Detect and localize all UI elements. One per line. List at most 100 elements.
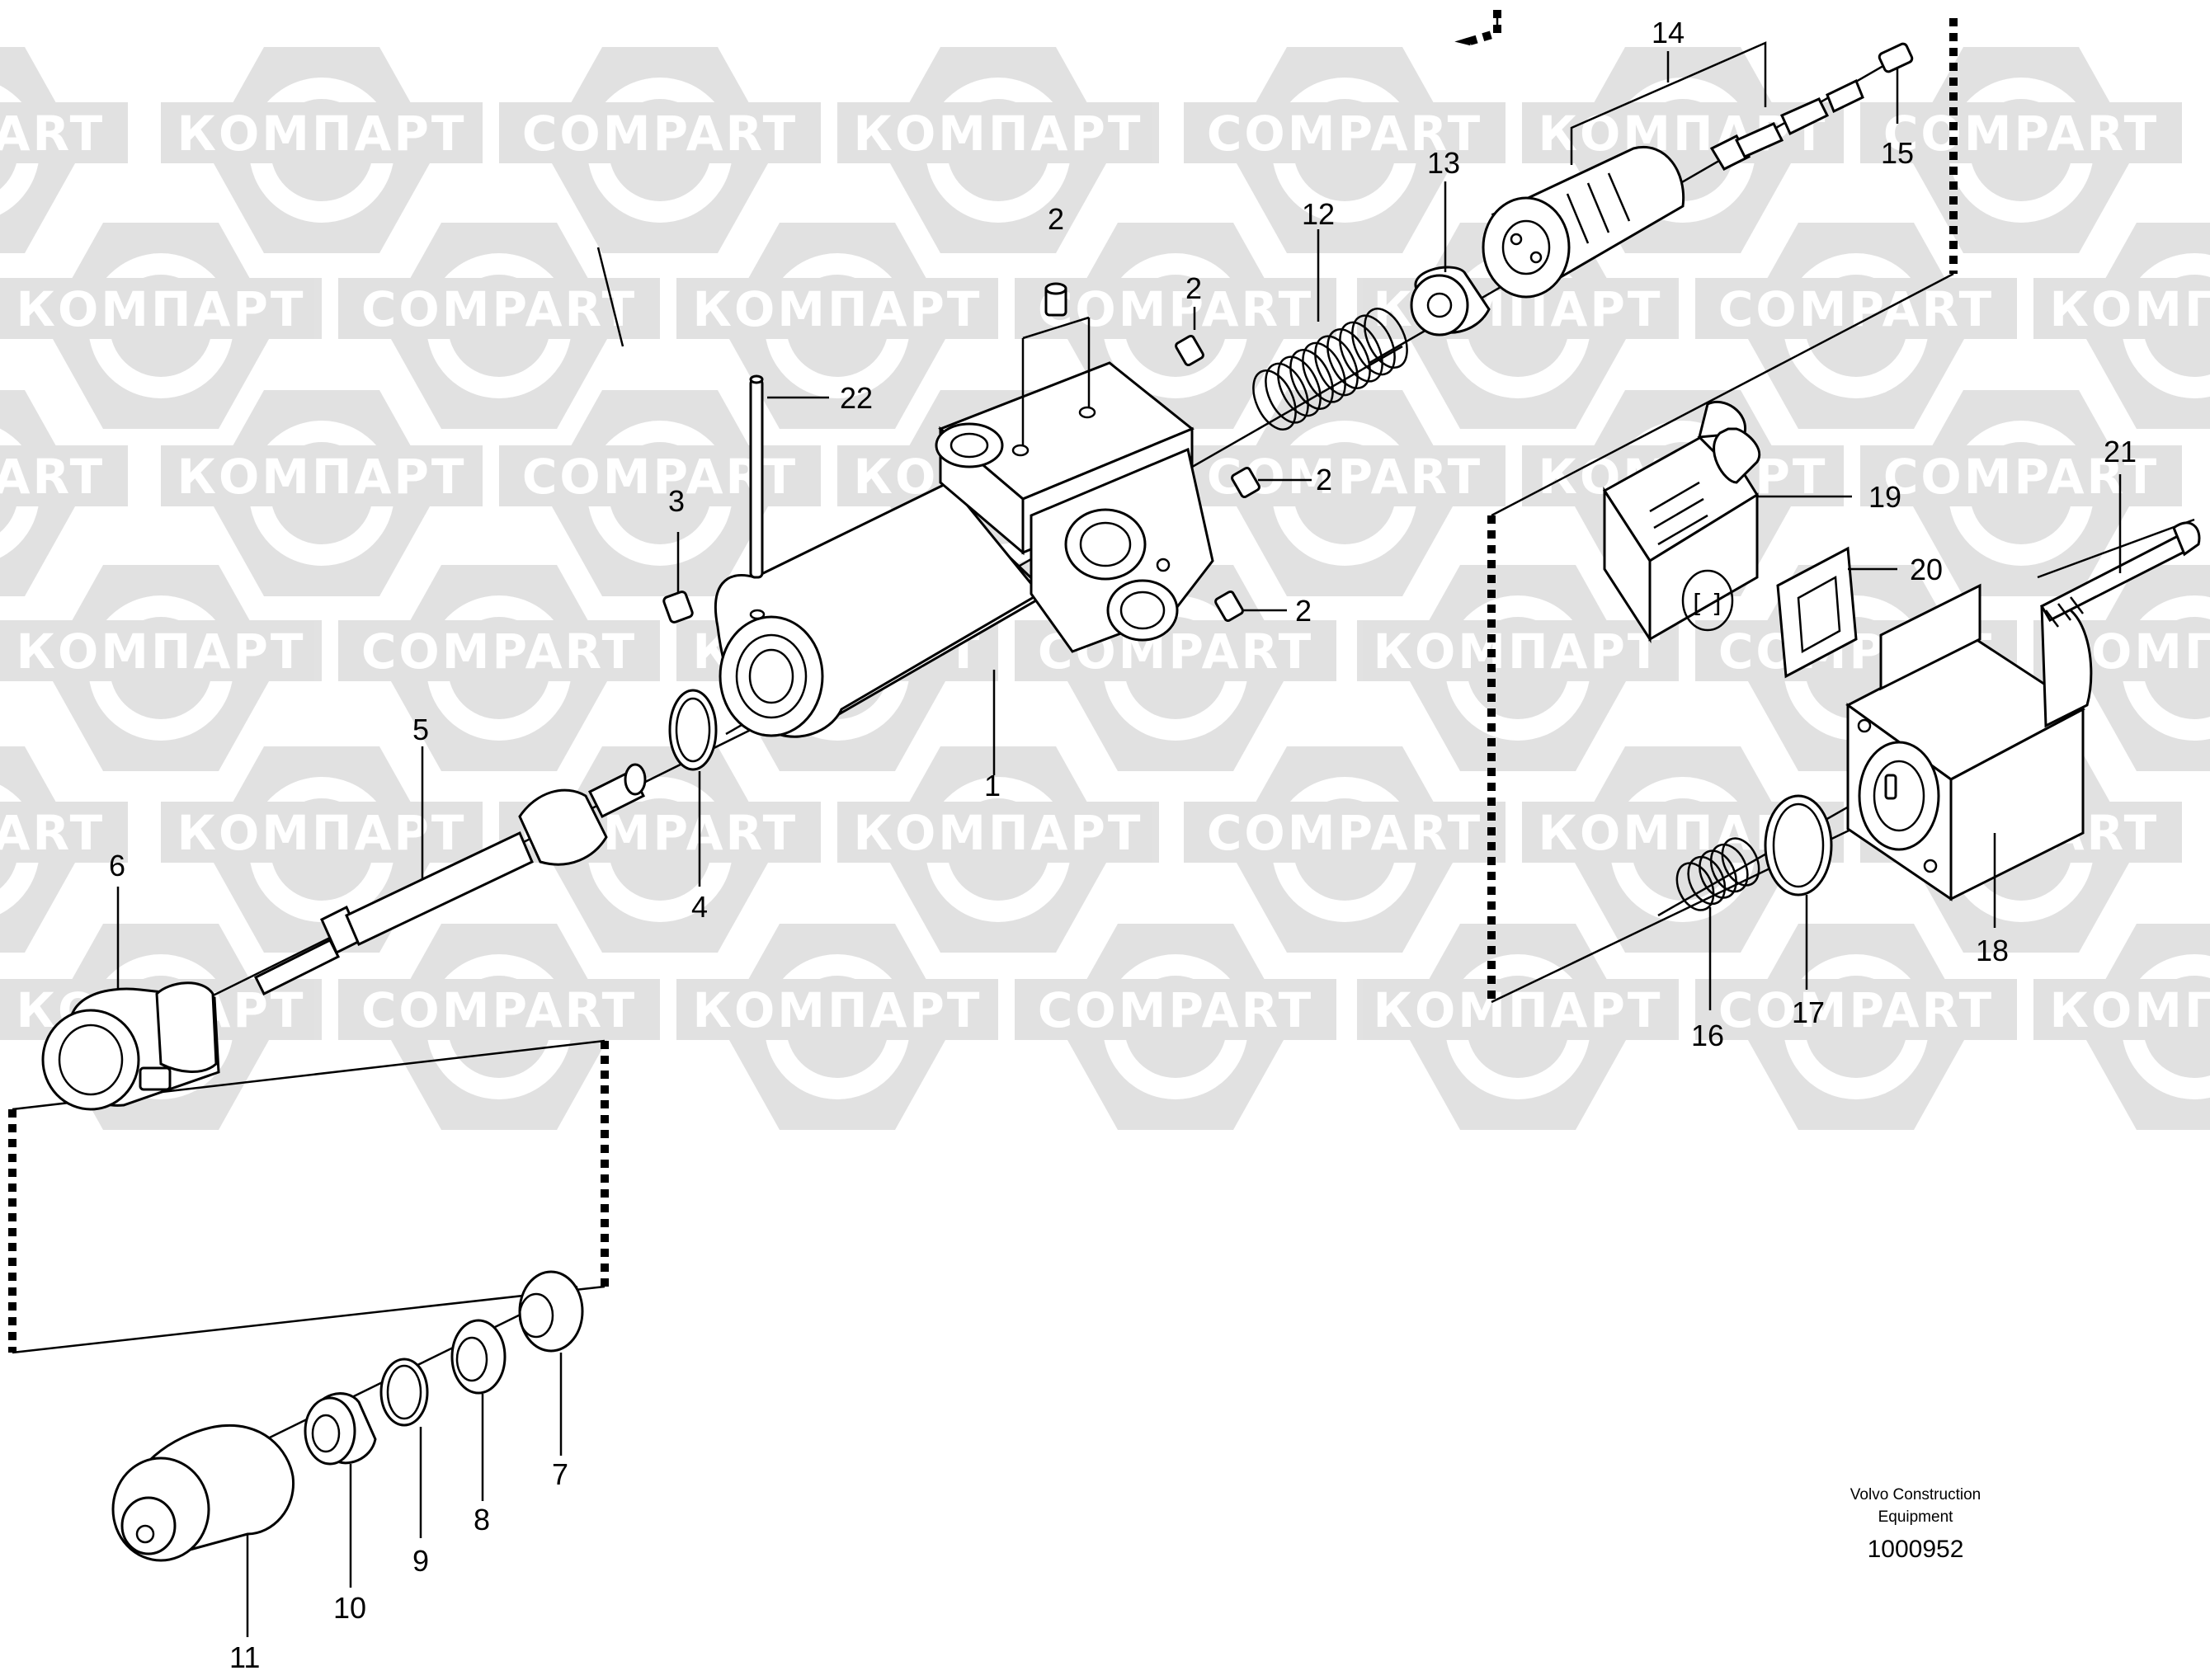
watermark-tile: COMPART <box>338 565 660 771</box>
watermark-tile: COMPART <box>0 746 128 953</box>
watermark-tile: COMPART <box>1695 924 2017 1130</box>
part-1-valve-housing <box>714 361 1214 738</box>
part-16-spring <box>1675 837 1760 911</box>
watermark-text: COMPART <box>361 281 637 337</box>
watermark-tile: КОМПАРТ <box>161 47 483 253</box>
part-8-ring <box>450 1319 507 1395</box>
dashed-group-boundaries <box>8 10 1958 1353</box>
part-15-pin <box>1878 42 1914 73</box>
part-2-plugs <box>1021 282 1261 623</box>
part-14-sleeve-plunger <box>1482 78 1864 299</box>
callout-8: 8 <box>474 1503 490 1536</box>
watermark-tile: COMPART <box>1184 746 1506 953</box>
part-7-washer <box>518 1270 584 1353</box>
part-5-spool <box>253 763 647 996</box>
watermark-text: КОМПАРТ <box>177 106 467 162</box>
part-19-connector: [ ] <box>1602 400 1760 644</box>
part-22-pin <box>749 374 764 579</box>
watermark-tile: COMPART <box>338 924 660 1130</box>
part-11-boot <box>111 1424 295 1562</box>
watermark-tile: КОМПАРТ <box>0 565 322 771</box>
callout-9: 9 <box>412 1544 429 1578</box>
callout-2b: 2 <box>1185 271 1202 305</box>
watermark-text: COMPART <box>1718 281 1994 337</box>
watermark-tile: COMPART <box>1695 223 2017 429</box>
watermark-tile: КОМПАРТ <box>2033 924 2210 1130</box>
watermark-tile: COMPART <box>1184 47 1506 253</box>
watermark-text: КОМПАРТ <box>2050 281 2210 337</box>
watermark-tile: COMPART <box>0 390 128 596</box>
callout-17: 17 <box>1792 995 1825 1029</box>
watermark-text: КОМПАРТ <box>854 106 1143 162</box>
callout-6: 6 <box>109 849 125 882</box>
watermark-tile: COMPART <box>0 47 128 253</box>
callout-14: 14 <box>1652 16 1685 49</box>
callout-13: 13 <box>1427 146 1460 180</box>
watermark-text: КОМПАРТ <box>16 624 306 680</box>
watermark-tile: COMPART <box>1860 47 2182 253</box>
leader-lines <box>116 41 2122 1637</box>
callout-3: 3 <box>668 484 685 518</box>
credit-line-1: Volvo Construction <box>1850 1486 1981 1504</box>
credit-block: Volvo Construction Equipment 1000952 <box>1850 1486 1981 1563</box>
watermark-text: КОМПАРТ <box>177 805 467 861</box>
svg-text:[: [ <box>1693 590 1703 619</box>
callout-20: 20 <box>1910 553 1943 586</box>
callout-4: 4 <box>691 890 708 924</box>
callout-16: 16 <box>1691 1019 1724 1052</box>
part-20-gasket <box>1776 546 1858 679</box>
part-4-o-ring <box>668 689 718 771</box>
watermark-text: COMPART <box>361 624 637 680</box>
watermark-text: COMPART <box>1038 281 1313 337</box>
callout-2d: 2 <box>1295 594 1312 628</box>
watermark-text: COMPART <box>0 106 105 162</box>
watermark-text: КОМПАРТ <box>2050 982 2210 1038</box>
watermark-text: КОМПАРТ <box>693 982 982 1038</box>
watermark-text: COMPART <box>1207 106 1482 162</box>
watermark-tile: COMPART <box>1860 390 2182 596</box>
watermark-text: КОМПАРТ <box>854 805 1143 861</box>
watermark-tile: КОМПАРТ <box>676 924 998 1130</box>
watermark-text: COMPART <box>522 106 798 162</box>
watermark-tile: КОМПАРТ <box>837 47 1159 253</box>
callout-18: 18 <box>1976 934 2009 967</box>
callout-7: 7 <box>552 1457 568 1491</box>
part-6-cap <box>41 981 220 1111</box>
part-21-bolt <box>2039 521 2201 628</box>
part-3-plug <box>662 591 694 624</box>
watermark-text: COMPART <box>361 982 637 1038</box>
watermark-tile: КОМПАРТ <box>161 746 483 953</box>
callout-labels: 1 2 2 2 2 3 4 5 6 7 8 9 10 11 12 13 14 1… <box>109 16 2137 1674</box>
part-18-solenoid <box>1845 583 2093 901</box>
callout-2a: 2 <box>1048 202 1064 236</box>
watermark-text: COMPART <box>0 805 105 861</box>
watermark-text: COMPART <box>1883 449 2159 505</box>
watermark-text: COMPART <box>1883 106 2159 162</box>
callout-10: 10 <box>333 1591 366 1625</box>
callout-5: 5 <box>412 713 429 746</box>
callout-2c: 2 <box>1316 463 1332 496</box>
part-17-o-ring <box>1764 794 1833 896</box>
watermark-tile: КОМПАРТ <box>1357 565 1679 771</box>
watermark-text: COMPART <box>1038 982 1313 1038</box>
part-9-circlip <box>379 1358 429 1427</box>
watermark-text: COMPART <box>0 449 105 505</box>
watermark-text: COMPART <box>1207 805 1482 861</box>
callout-15: 15 <box>1881 136 1914 170</box>
watermark-tile: COMPART <box>338 223 660 429</box>
watermark-tile: КОМПАРТ <box>0 223 322 429</box>
callout-22: 22 <box>840 381 873 415</box>
watermark-tile: КОМПАРТ <box>837 746 1159 953</box>
watermark-tile: COMPART <box>1015 924 1336 1130</box>
part-12-spring <box>1252 308 1408 431</box>
watermark-text: КОМПАРТ <box>177 449 467 505</box>
callout-21: 21 <box>2104 435 2137 468</box>
watermark-tile: COMPART <box>1015 223 1336 429</box>
watermark-tile: КОМПАРТ <box>2033 223 2210 429</box>
svg-text:]: ] <box>1712 590 1722 619</box>
callout-19: 19 <box>1868 480 1901 514</box>
watermark-tile: КОМПАРТ <box>1357 924 1679 1130</box>
watermark-text: КОМПАРТ <box>1374 982 1663 1038</box>
